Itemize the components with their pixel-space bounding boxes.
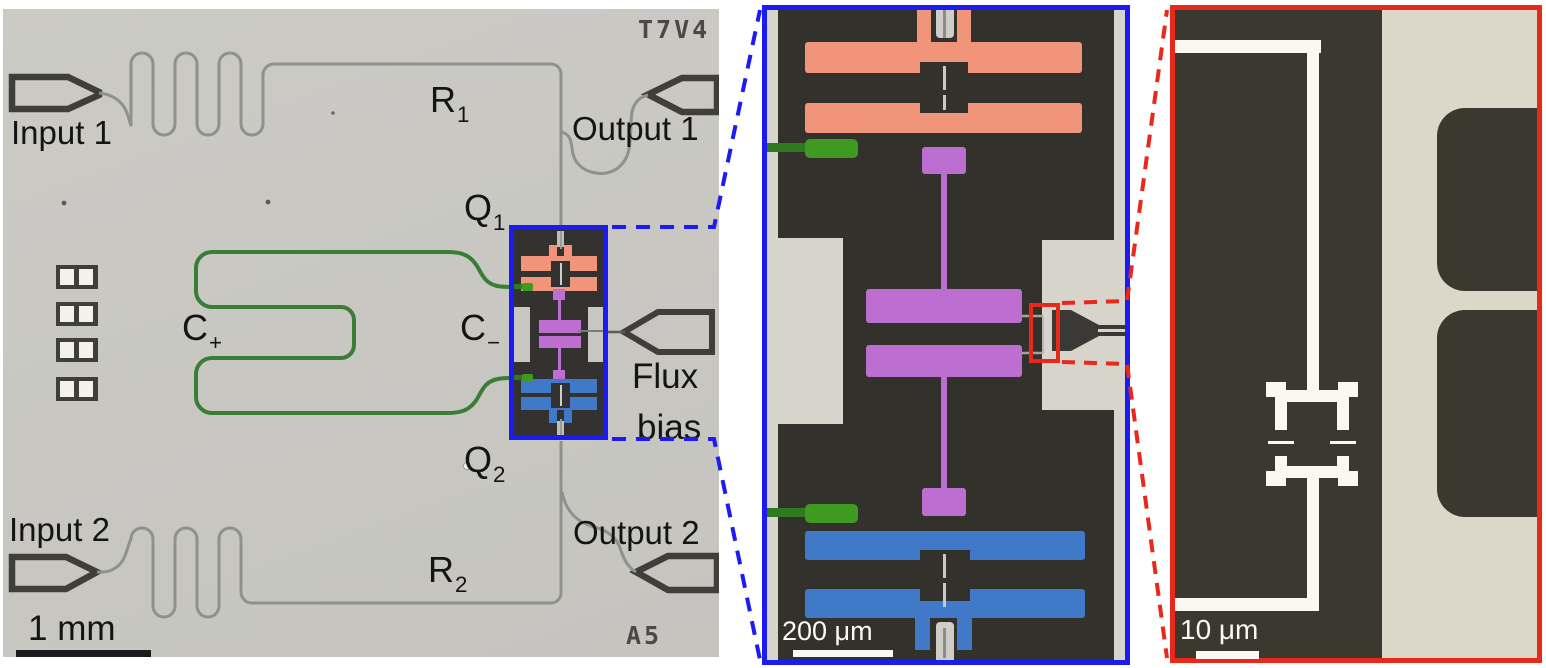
coupler-pad-top (922, 147, 966, 174)
mini-green-pad (522, 283, 533, 291)
mini-coupler-bar (539, 320, 581, 333)
qubit-window-left-notch (514, 307, 530, 362)
scale-bar-label-1mm: 1 mm (28, 609, 116, 648)
josephson-junction-finger (1268, 441, 1294, 444)
scale-bar-200um (793, 650, 893, 657)
squid-dark-blob (1437, 310, 1537, 517)
label-input2: Input 2 (9, 511, 110, 548)
squid-loop-corner-tab (1266, 382, 1286, 397)
q1-antenna-stub (917, 10, 931, 43)
mini-coupler-stem (558, 300, 561, 320)
qubit-inset-highlight-box (509, 225, 608, 440)
chip-marking-bottom: A5 (626, 621, 663, 650)
green-coupler-line (767, 143, 810, 152)
label-flux-bias: Flux bias (632, 357, 702, 447)
mini-q2-junction-lead (560, 385, 562, 406)
speck (61, 200, 67, 206)
q1-antenna-stub (957, 10, 971, 43)
flux-bias-launcher (618, 309, 715, 355)
label-cminus: C− (460, 307, 501, 356)
q2-junction-lead (943, 554, 946, 578)
coupler-cplus-trace (194, 250, 513, 415)
squid-wire-vertical-lower (1307, 478, 1319, 608)
flux-launcher-tip (1052, 310, 1125, 351)
squid-dark-blob (1437, 108, 1537, 291)
mini-flux-lead (578, 330, 605, 332)
resonator-r2-trace (96, 441, 563, 619)
chip-circuit-drawing (8, 51, 719, 619)
scale-bar-label-200um: 200 μm (782, 616, 873, 646)
mini-r2-lead (560, 419, 562, 435)
coupler-stem-top (941, 174, 947, 290)
squid-loop-corner-tab (1338, 382, 1358, 397)
green-coupler-pad (805, 139, 858, 158)
output-2-launcher (629, 552, 719, 594)
chip-micrograph-panel: Input 1 R1 Output 1 Q1 C+ C− Flux bias Q… (3, 9, 719, 657)
q2-antenna-stub (915, 618, 930, 650)
qubit-inset-panel: 200 μm (762, 5, 1130, 665)
mini-coupler-bar (539, 336, 581, 348)
squid-wire-bottom (1175, 598, 1319, 611)
q1-junction-lead (943, 66, 946, 90)
qubit-window-right-notch (588, 307, 603, 362)
label-cplus: C+ (182, 307, 223, 356)
mini-coupler-pad (553, 370, 565, 381)
coupler-pad-bottom (922, 488, 966, 516)
inset-feedline-bottom (943, 628, 946, 658)
coupler-stem-bottom (941, 377, 947, 498)
squid-loop-corner-tab (1338, 471, 1358, 486)
label-input1: Input 1 (11, 114, 112, 151)
resonator-r1-trace (98, 51, 563, 229)
squid-inset-highlight-box (1029, 303, 1060, 363)
mini-q1-stub (564, 245, 572, 258)
josephson-junction-finger (1330, 441, 1356, 444)
inset-feedline-top (943, 10, 946, 38)
coupler-capacitor-bar (866, 289, 1022, 323)
test-structure (56, 377, 98, 401)
scale-bar-10um (1196, 651, 1259, 659)
label-q2: Q2 (464, 439, 506, 488)
speck (462, 461, 472, 471)
squid-loop-corner-tab (1266, 471, 1286, 486)
speck (331, 111, 335, 115)
label-q1: Q1 (464, 187, 506, 236)
scale-bar-label-10um: 10 μm (1180, 614, 1259, 645)
input-2-launcher (8, 553, 105, 593)
scale-bar-1mm (16, 650, 151, 657)
label-r1: R1 (430, 79, 470, 128)
q2-junction-lead (943, 583, 946, 607)
test-structure (56, 265, 98, 289)
mini-q1-junction-lead (560, 263, 562, 285)
mini-q1-stub (549, 245, 557, 258)
test-structure (56, 338, 98, 362)
test-structure (56, 302, 98, 326)
squid-inset-panel: 10 μm (1170, 5, 1542, 663)
squid-wire-top (1175, 40, 1321, 53)
squid-wire-vertical (1307, 40, 1319, 392)
mini-coupler-stem (558, 348, 561, 370)
mini-r1-lead (560, 231, 562, 249)
green-coupler-pad (805, 504, 858, 523)
mini-q2-stub (549, 410, 557, 423)
green-coupler-line (767, 508, 810, 517)
mini-green-pad (522, 374, 533, 382)
mini-coupler-pad (553, 289, 565, 300)
speck (265, 199, 271, 205)
q1-junction-lead (943, 95, 946, 110)
label-r2: R2 (428, 549, 468, 598)
chip-marking-top: T7V4 (638, 15, 711, 44)
coupler-capacitor-bar (866, 345, 1022, 377)
inset-left-light-block (767, 238, 843, 424)
label-output2: Output 2 (573, 514, 700, 551)
q2-antenna-stub (957, 618, 972, 650)
mini-q2-stub (564, 410, 572, 423)
squid-loop-ring (1275, 390, 1349, 478)
label-output1: Output 1 (572, 110, 699, 147)
input-1-launcher (8, 73, 103, 113)
flux-line-drawing (1022, 310, 1125, 355)
output-1-launcher (640, 74, 719, 116)
